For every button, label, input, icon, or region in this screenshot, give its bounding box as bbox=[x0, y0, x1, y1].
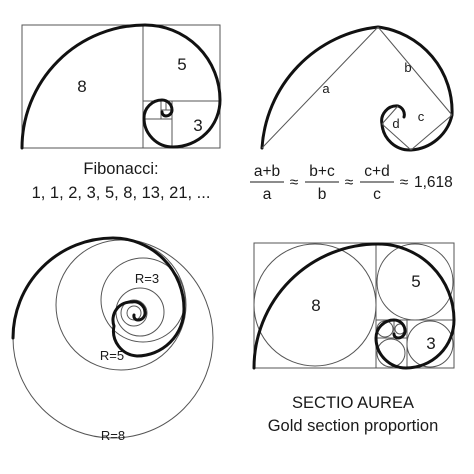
circle-label-r3: R=3 bbox=[135, 271, 159, 286]
fibonacci-panel: 8 5 3 Fibonacci: 1, 1, 2, 3, 5, 8, 13, 2… bbox=[20, 23, 222, 202]
golden-caption-subtitle: Gold section proportion bbox=[268, 417, 439, 435]
circles-panel: R=3 R=5 R=8 bbox=[11, 236, 214, 443]
approx-sign-1: ≈ bbox=[290, 174, 299, 191]
golden-circle-5 bbox=[376, 243, 454, 321]
ratio-segment-e-line bbox=[381, 105, 399, 125]
ratio-segment-c-line bbox=[410, 114, 453, 151]
ratio-label-b: b bbox=[404, 60, 411, 75]
ratio-label-c: c bbox=[418, 109, 425, 124]
golden-caption-title: SECTIO AUREA bbox=[292, 394, 414, 412]
ratio-segment-a-line bbox=[261, 26, 379, 149]
approx-sign-2: ≈ bbox=[345, 174, 354, 191]
ratio-result: 1,618 bbox=[414, 174, 453, 191]
fibonacci-caption-sequence: 1, 1, 2, 3, 5, 8, 13, 21, ... bbox=[32, 184, 211, 202]
circle-label-r5: R=5 bbox=[100, 348, 124, 363]
golden-outer-rect bbox=[253, 242, 455, 369]
circles-spiral bbox=[11, 236, 186, 358]
golden-label-5: 5 bbox=[411, 272, 420, 291]
fibonacci-spiral bbox=[20, 23, 222, 150]
circle-r0 bbox=[126, 305, 142, 321]
fraction-1-numerator: a+b bbox=[254, 163, 280, 180]
golden-circle-2 bbox=[376, 338, 406, 368]
fraction-3-denominator: c bbox=[373, 186, 381, 203]
fibonacci-label-3: 3 bbox=[193, 116, 202, 135]
golden-circle-8 bbox=[253, 243, 377, 367]
circle-label-r8: R=8 bbox=[101, 428, 125, 443]
fraction-2-denominator: b bbox=[318, 186, 327, 203]
fibonacci-outer-rect bbox=[21, 24, 221, 149]
golden-label-8: 8 bbox=[311, 296, 320, 315]
ratio-label-a: a bbox=[322, 81, 330, 96]
approx-sign-3: ≈ bbox=[400, 174, 409, 191]
ratio-panel: a b c d a+b a ≈ b+c b ≈ c+d c ≈ 1,618 bbox=[250, 25, 454, 203]
fraction-2-numerator: b+c bbox=[309, 163, 335, 180]
golden-label-3: 3 bbox=[426, 334, 435, 353]
fibonacci-label-8: 8 bbox=[77, 77, 86, 96]
circle-r5 bbox=[55, 239, 187, 371]
ratio-spiral bbox=[260, 25, 454, 152]
fraction-1-denominator: a bbox=[263, 186, 272, 203]
circle-r1 bbox=[120, 299, 148, 327]
ratio-segment-b-line bbox=[377, 26, 453, 116]
ratio-label-d: d bbox=[392, 116, 399, 131]
ratio-segment-d-line bbox=[381, 123, 412, 151]
golden-spiral bbox=[252, 242, 456, 370]
circle-r2 bbox=[115, 287, 165, 337]
golden-panel: 8 5 3 SECTIO AUREA Gold section proporti… bbox=[252, 242, 456, 435]
ratio-formula: a+b a ≈ b+c b ≈ c+d c ≈ 1,618 bbox=[250, 163, 453, 203]
golden-circle-3 bbox=[406, 320, 454, 368]
fraction-3-numerator: c+d bbox=[364, 163, 389, 180]
fibonacci-caption-title: Fibonacci: bbox=[83, 160, 158, 178]
fibonacci-label-5: 5 bbox=[177, 55, 186, 74]
